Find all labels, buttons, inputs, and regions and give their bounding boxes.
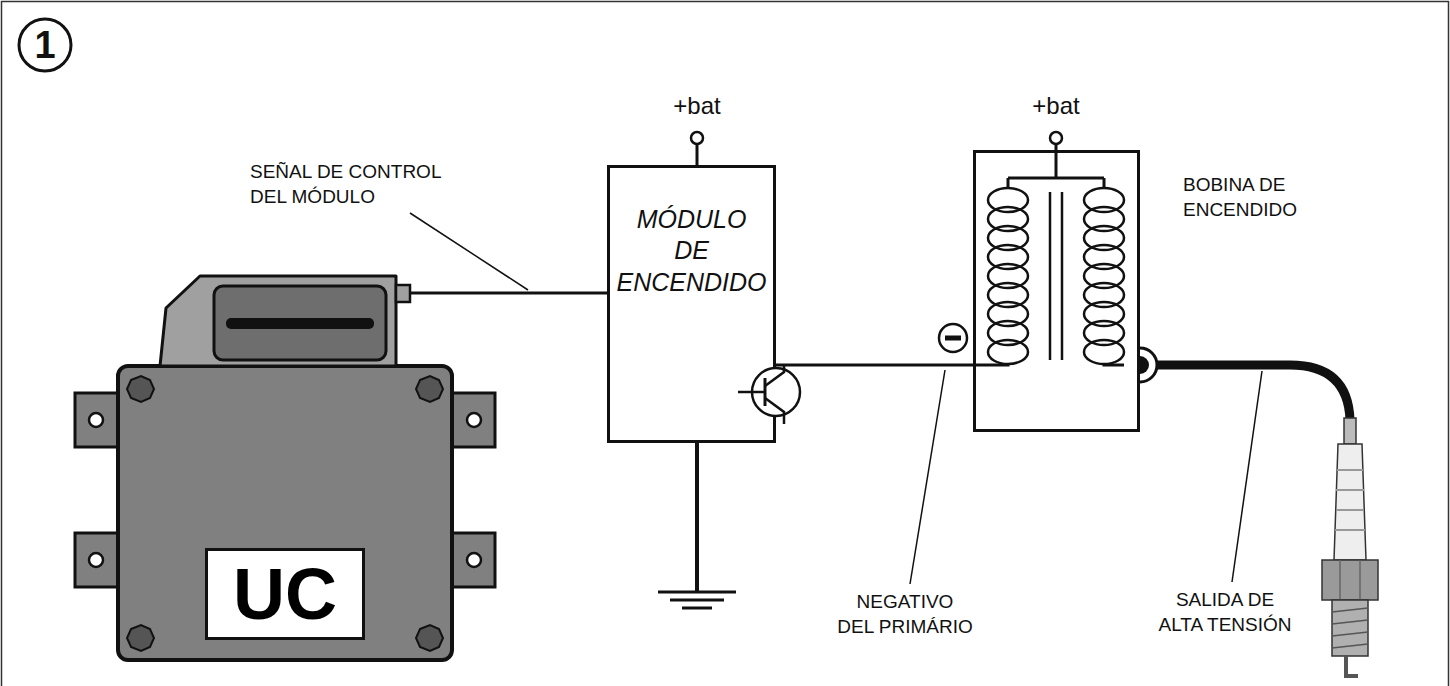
primary-lead (973, 364, 1008, 365)
terminal (691, 132, 703, 144)
ecu-body (118, 366, 452, 660)
supply-label: +bat (1032, 92, 1079, 121)
bolt (416, 376, 443, 402)
wire-connector (776, 364, 973, 367)
transistor-base (738, 391, 765, 394)
primary-winding (988, 188, 1028, 364)
wire (695, 443, 699, 592)
coil-core (1061, 192, 1064, 360)
control-unit: UC (118, 272, 410, 660)
ground-bar (658, 591, 736, 594)
ecu-housing (75, 276, 495, 660)
plug-hex-edge (1339, 560, 1341, 600)
bolt (127, 625, 154, 651)
minus-circle (939, 324, 967, 352)
minus-bar (945, 336, 961, 341)
transistor-emitter (765, 398, 784, 424)
node-text: UC (205, 548, 365, 640)
plug-insulator (1334, 444, 1366, 560)
ignition-module: MÓDULO DE ENCENDIDO (607, 165, 776, 443)
leader-line (1232, 371, 1262, 582)
mount-hole (467, 553, 481, 567)
plug-rib (1335, 529, 1365, 531)
ground-bar (670, 599, 724, 602)
high-tension-output (1123, 348, 1350, 420)
connector-slot (226, 318, 374, 329)
plug-rib (1337, 469, 1363, 471)
mount-hole (89, 413, 103, 427)
plug-electrode (1346, 656, 1358, 676)
connector-plug (214, 286, 386, 360)
plug-hex-edge (1359, 560, 1361, 600)
wire-label: NEGATIVO DEL PRIMÁRIO (836, 590, 974, 639)
plug-thread-line (1332, 620, 1368, 624)
plug-thread (1332, 600, 1368, 656)
node-text: BOBINA DE ENCENDIDO (1183, 173, 1333, 222)
leader-line (910, 370, 945, 584)
supply-label: +bat (673, 92, 720, 121)
ht-cable (1157, 365, 1350, 420)
mount-hole (467, 413, 481, 427)
mount-hole (89, 553, 103, 567)
plug-thread-line (1332, 644, 1368, 648)
plug-thread-line (1332, 632, 1368, 636)
wire-connector (410, 292, 607, 295)
minus-sign (939, 324, 967, 352)
leader-line (410, 213, 528, 290)
plug-thread-line (1332, 608, 1368, 612)
plug-rib (1336, 509, 1364, 511)
secondary-lead (1104, 364, 1124, 365)
number-circle (19, 19, 71, 71)
bolt (416, 625, 443, 651)
bolt (127, 376, 154, 402)
terminal (1050, 132, 1062, 144)
plug-hex (1322, 560, 1378, 600)
wire (696, 144, 699, 165)
plug-terminal (1344, 418, 1356, 444)
spark-plug (1322, 418, 1378, 676)
ground-symbol (658, 443, 736, 608)
coil-core (1049, 192, 1052, 360)
plug-rib (1336, 489, 1364, 491)
ignition-coil: BOBINA DE ENCENDIDO (973, 150, 1140, 432)
transistor-bar (764, 378, 767, 406)
coil-windings (973, 150, 1140, 432)
figure-number: 1 (19, 19, 71, 71)
transistor-collector (765, 365, 784, 386)
connector-shell (160, 276, 396, 366)
signal-label: SEÑAL DE CONTROL DEL MÓDULO (250, 160, 465, 209)
node-text: MÓDULO DE ENCENDIDO (616, 204, 767, 298)
ground-bar (682, 607, 712, 610)
secondary-winding (1084, 188, 1124, 364)
coil-feed (1008, 150, 1104, 188)
connector-pin (396, 285, 410, 302)
output-label: SALIDA DE ALTA TENSIÓN (1153, 588, 1298, 637)
